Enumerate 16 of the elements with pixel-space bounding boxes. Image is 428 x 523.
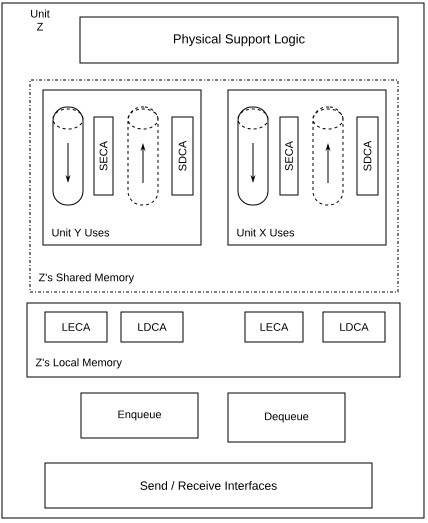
cylinder bbox=[128, 106, 158, 206]
logic-box: Physical Support Logic bbox=[80, 16, 398, 64]
label-box: LDCA bbox=[322, 312, 386, 342]
queue-box: Dequeue bbox=[228, 392, 346, 442]
label-box: SECA bbox=[94, 116, 114, 196]
interface-box: Send / Receive Interfaces bbox=[44, 462, 372, 508]
label-box: LDCA bbox=[120, 312, 184, 342]
label-box: LECA bbox=[44, 312, 108, 342]
cylinder bbox=[312, 106, 344, 206]
cylinder bbox=[52, 106, 84, 206]
label-box: SECA bbox=[280, 116, 298, 196]
label-box: LECA bbox=[244, 312, 304, 342]
label-box: SDCA bbox=[172, 116, 194, 196]
label-box: SDCA bbox=[356, 116, 378, 196]
queue-box: Enqueue bbox=[80, 392, 198, 438]
cylinder bbox=[238, 106, 268, 206]
